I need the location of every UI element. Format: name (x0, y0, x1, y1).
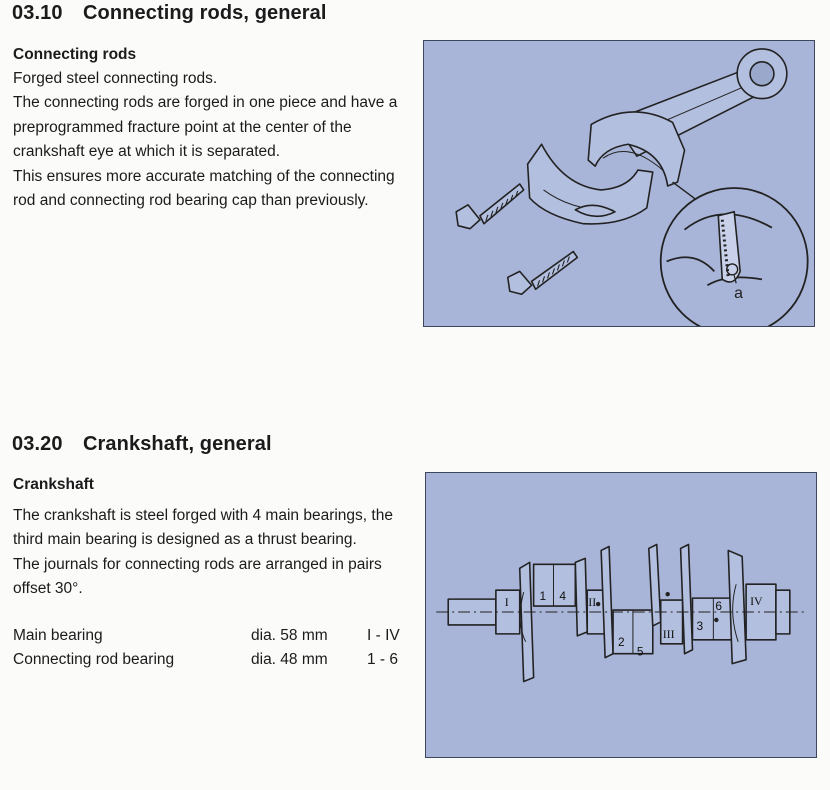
main-bearing-label-I: I (505, 595, 509, 609)
spec-row: Connecting rod bearing dia. 48 mm 1 - 6 (13, 648, 413, 672)
section-heading-crankshaft: 03.20 Crankshaft, general (12, 433, 272, 456)
section-title: Crankshaft, general (83, 433, 272, 455)
subheading-connecting-rods: Connecting rods (13, 46, 137, 63)
crankshaft-description: The crankshaft is steel forged with 4 ma… (13, 504, 408, 602)
connecting-rod-drawing: a (455, 48, 809, 326)
paragraph: This ensures more accurate matching of t… (13, 167, 395, 210)
bearing-specs: Main bearing dia. 58 mm I - IV Connectin… (13, 624, 413, 672)
connecting-rod-illustration: a (423, 40, 815, 327)
spec-range: I - IV (367, 627, 400, 644)
main-bearing-label-IV: IV (750, 594, 763, 608)
paragraph: Forged steel connecting rods. (13, 70, 218, 87)
rod-journal-label-3: 3 (696, 619, 703, 633)
spec-value: dia. 58 mm (251, 627, 328, 644)
section-number: 03.20 (12, 433, 63, 455)
connecting-rods-description: Forged steel connecting rods. The connec… (13, 67, 408, 213)
crankshaft-illustration: I II III IV 1 2 3 4 5 6 (425, 472, 817, 758)
paragraph: The crankshaft is steel forged with 4 ma… (13, 507, 393, 549)
rod-journal-label-1: 1 (540, 589, 547, 603)
spec-name: Connecting rod bearing (13, 651, 175, 668)
paragraph: The connecting rods are forged in one pi… (13, 94, 398, 161)
rod-journal-label-2: 2 (618, 635, 625, 649)
rod-journal-label-5: 5 (637, 645, 644, 659)
subheading-crankshaft: Crankshaft (13, 476, 94, 493)
callout-label-a: a (734, 285, 743, 302)
section-number: 03.10 (12, 2, 63, 24)
crankshaft-drawing: I II III IV 1 2 3 4 5 6 (436, 543, 804, 683)
rod-journal-label-6: 6 (715, 599, 722, 613)
spec-range: 1 - 6 (367, 651, 399, 668)
paragraph: The journals for connecting rods are arr… (13, 555, 382, 598)
main-bearing-label-II: II (588, 595, 596, 609)
spec-name: Main bearing (13, 627, 103, 644)
section-title: Connecting rods, general (83, 2, 327, 24)
main-bearing-label-III: III (663, 627, 675, 641)
section-heading-connecting-rods: 03.10 Connecting rods, general (12, 2, 327, 25)
spec-value: dia. 48 mm (251, 651, 328, 668)
rod-journal-label-4: 4 (559, 589, 566, 603)
spec-row: Main bearing dia. 58 mm I - IV (13, 624, 413, 648)
